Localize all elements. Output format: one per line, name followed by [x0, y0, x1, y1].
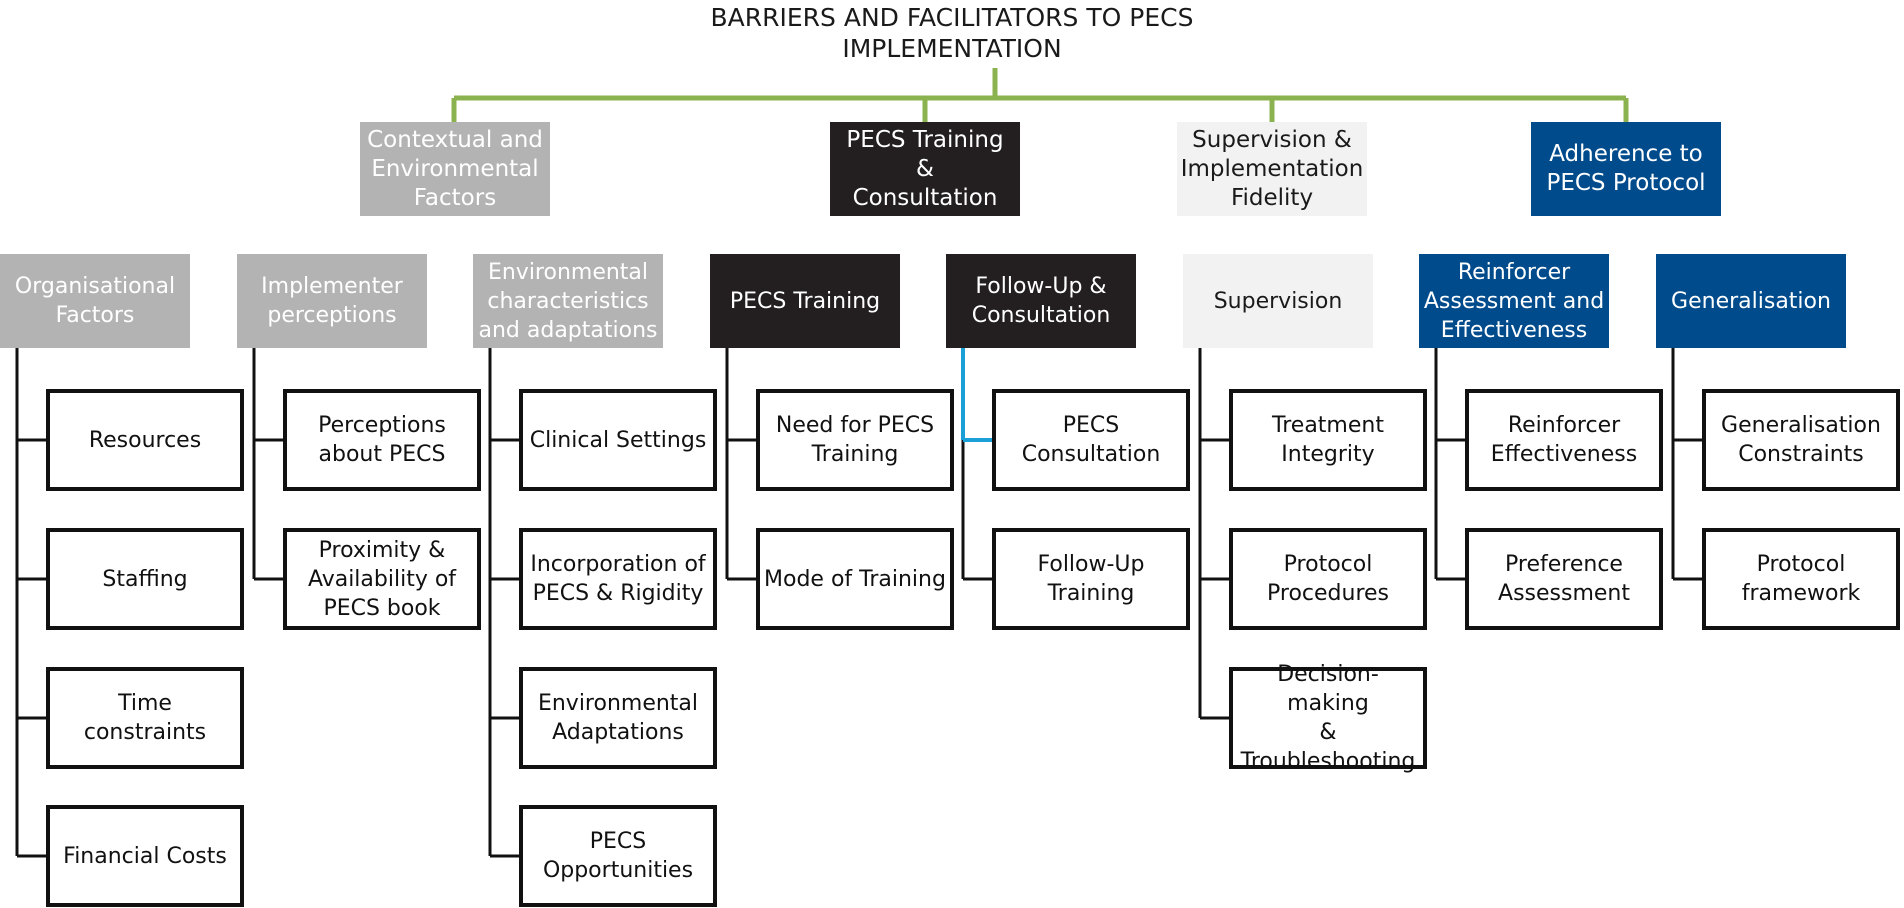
item-box-1-2: Staffing: [46, 528, 244, 630]
item-box-5-1: PECS Consultation: [992, 389, 1190, 491]
theme-box-1: Organisational Factors: [0, 254, 190, 348]
diagram-title: BARRIERS AND FACILITATORS TO PECS IMPLEM…: [710, 3, 1194, 63]
category-box-1: Contextual and Environmental Factors: [360, 122, 550, 216]
theme-box-7: Reinforcer Assessment and Effectiveness: [1419, 254, 1609, 348]
item-box-8-1: Generalisation Constraints: [1702, 389, 1900, 491]
item-box-4-1: Need for PECS Training: [756, 389, 954, 491]
item-box-3-4: PECS Opportunities: [519, 805, 717, 907]
item-box-4-2: Mode of Training: [756, 528, 954, 630]
theme-box-3: Environmental characteristics and adapta…: [473, 254, 663, 348]
theme-box-5: Follow-Up & Consultation: [946, 254, 1136, 348]
item-box-1-3: Time constraints: [46, 667, 244, 769]
theme-box-2: Implementer perceptions: [237, 254, 427, 348]
item-box-3-1: Clinical Settings: [519, 389, 717, 491]
category-box-3: Supervision & Implementation Fidelity: [1177, 122, 1367, 216]
item-box-6-2: Protocol Procedures: [1229, 528, 1427, 630]
theme-box-8: Generalisation: [1656, 254, 1846, 348]
item-box-7-1: Reinforcer Effectiveness: [1465, 389, 1663, 491]
category-box-2: PECS Training & Consultation: [830, 122, 1020, 216]
item-box-5-2: Follow-Up Training: [992, 528, 1190, 630]
item-box-3-2: Incorporation of PECS & Rigidity: [519, 528, 717, 630]
item-box-2-1: Perceptions about PECS: [283, 389, 481, 491]
item-box-6-1: Treatment Integrity: [1229, 389, 1427, 491]
theme-box-4: PECS Training: [710, 254, 900, 348]
item-box-3-3: Environmental Adaptations: [519, 667, 717, 769]
category-box-4: Adherence to PECS Protocol: [1531, 122, 1721, 216]
item-box-7-2: Preference Assessment: [1465, 528, 1663, 630]
item-box-1-1: Resources: [46, 389, 244, 491]
item-box-6-3: Decision-making & Troubleshooting: [1229, 662, 1427, 774]
item-box-1-4: Financial Costs: [46, 805, 244, 907]
item-box-2-2: Proximity & Availability of PECS book: [283, 528, 481, 630]
theme-box-6: Supervision: [1183, 254, 1373, 348]
item-box-8-2: Protocol framework: [1702, 528, 1900, 630]
